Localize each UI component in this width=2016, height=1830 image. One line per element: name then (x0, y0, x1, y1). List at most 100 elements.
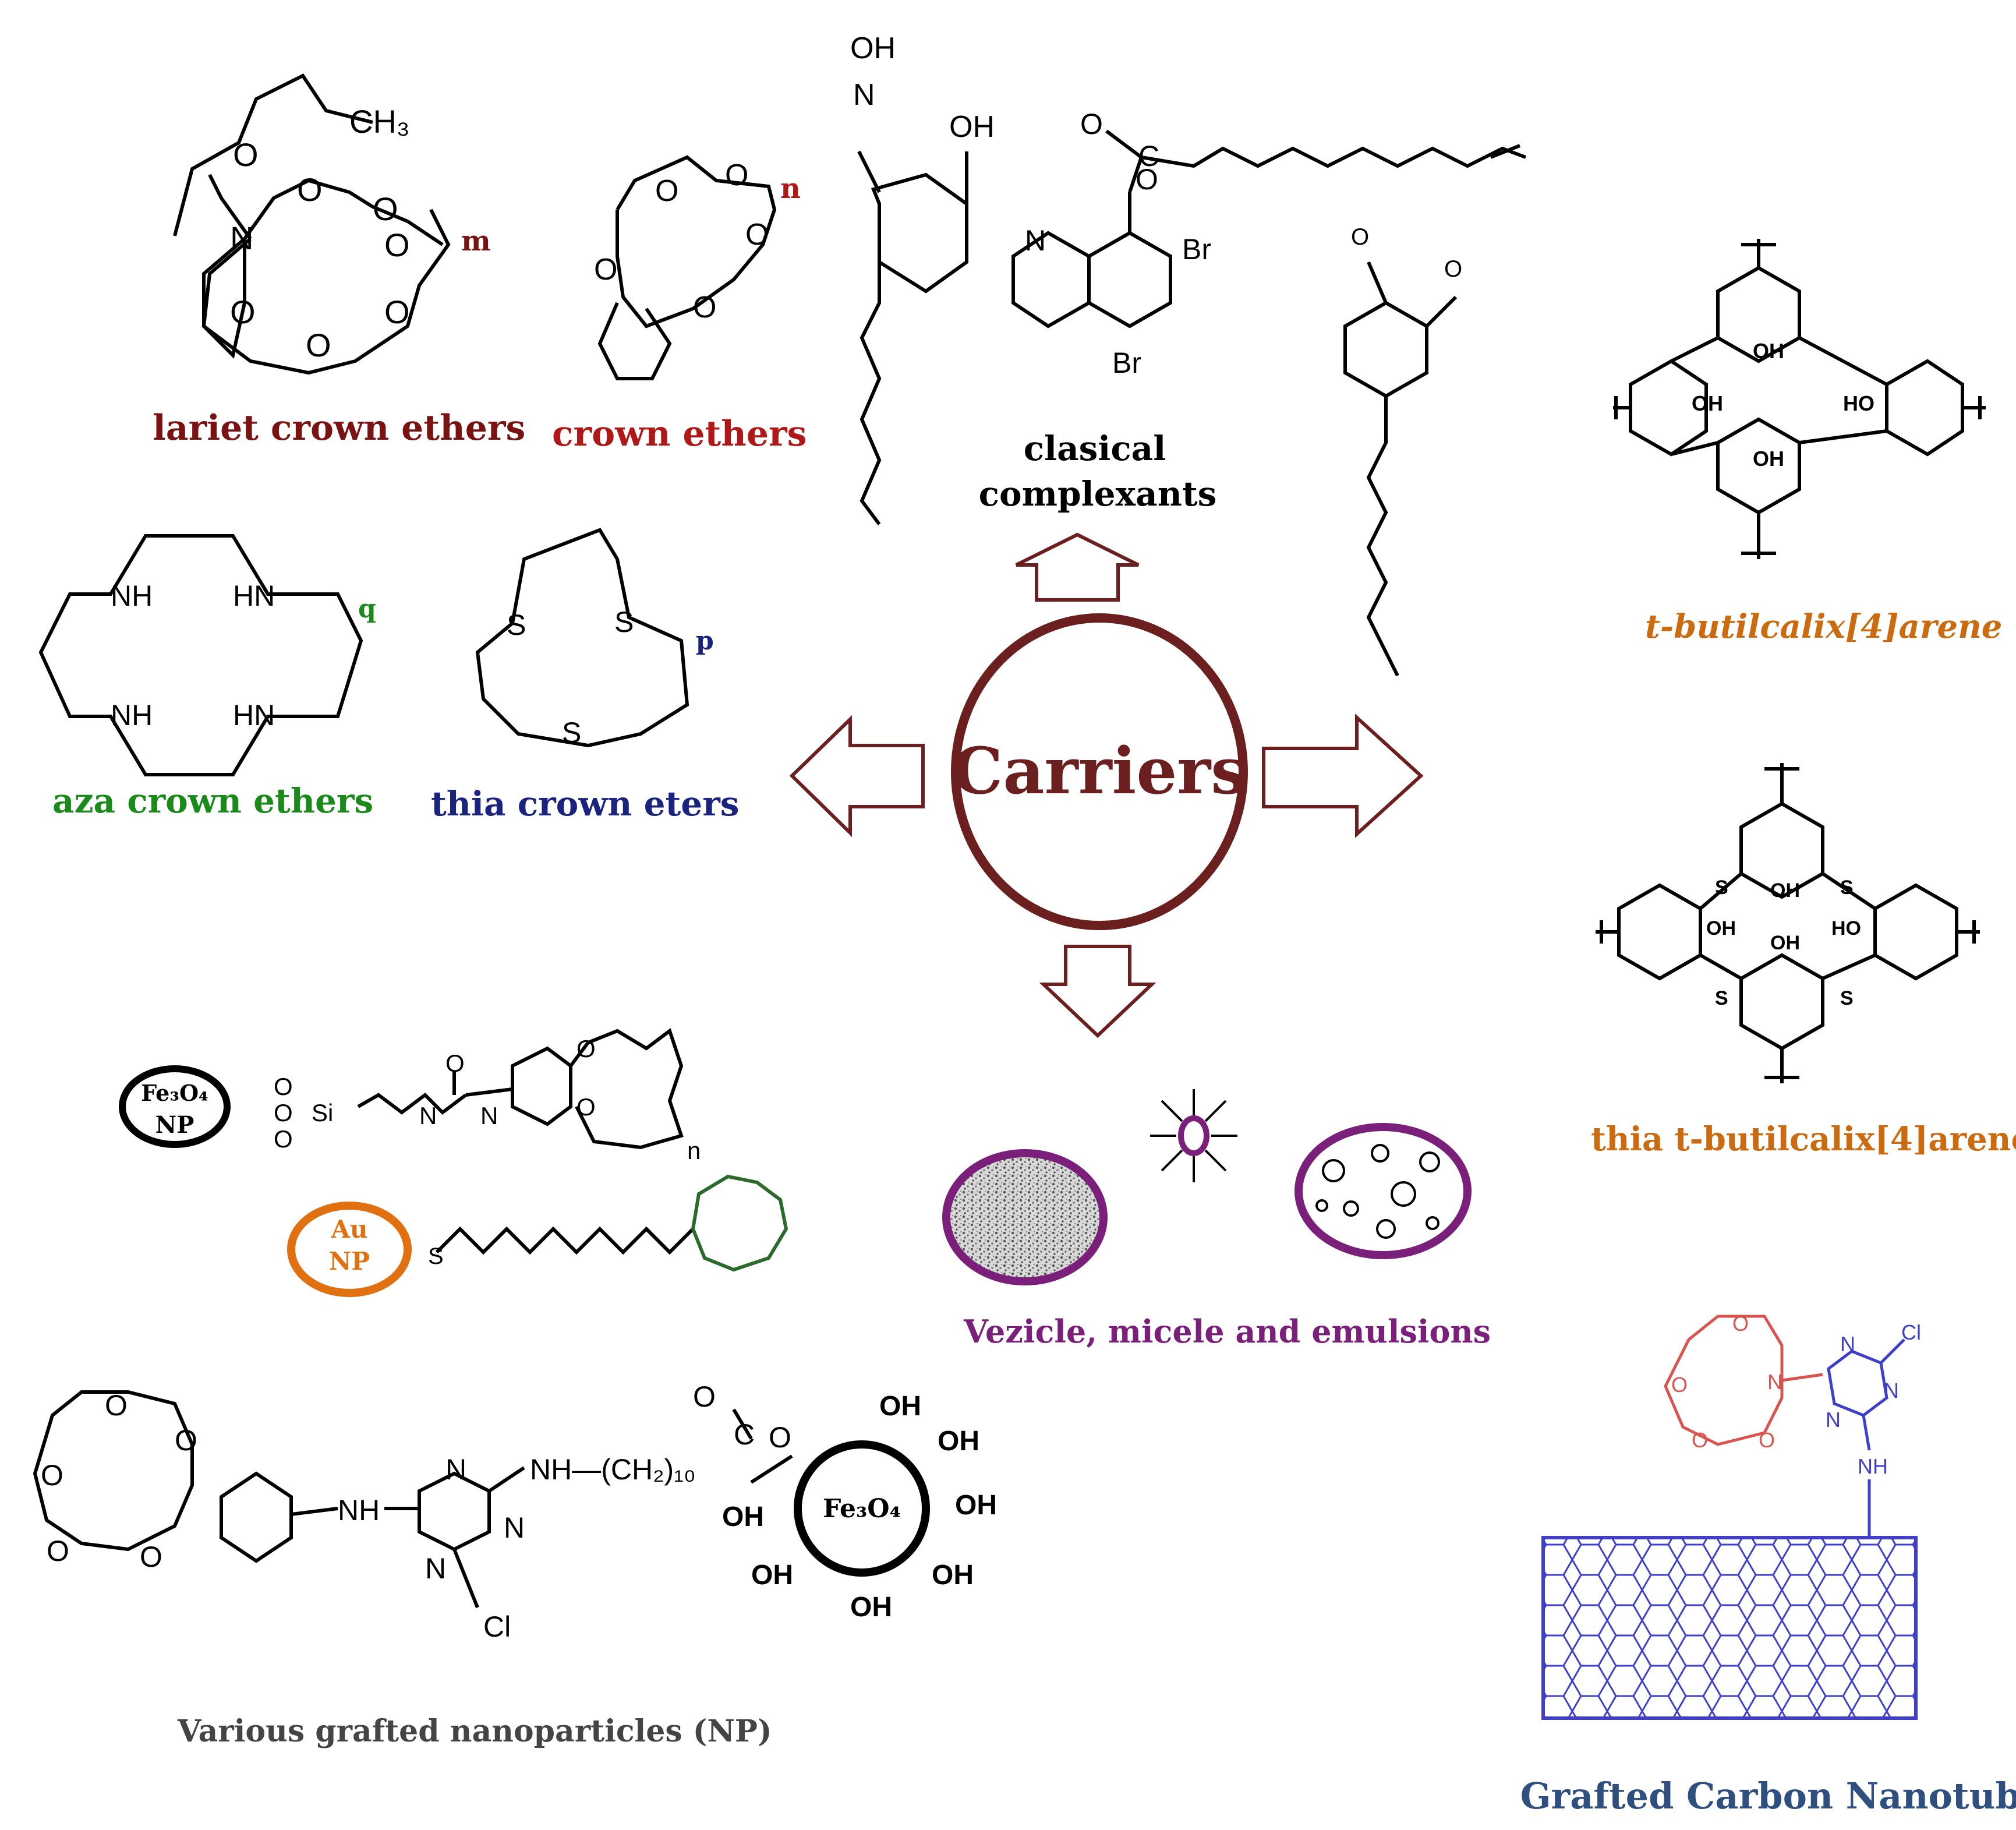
thia-crown-structure (475, 528, 689, 748)
carbon-nanotube (1541, 1536, 1918, 1720)
atom-n: N (230, 220, 253, 256)
atom-o: O (1692, 1428, 1708, 1452)
atom-o: O (1351, 224, 1369, 250)
atom-oh: OH (1753, 447, 1784, 471)
atom-oh: OH (1753, 339, 1784, 363)
atom-o: O (373, 190, 398, 227)
atom-cl: Cl (1901, 1320, 1921, 1344)
atom-o: O (1671, 1373, 1688, 1397)
fe3o4-core-particle: Fe₃O₄ (794, 1440, 930, 1577)
atom-nh: NH (111, 699, 153, 732)
label-thia-crown-eters: thia crown eters (431, 784, 739, 824)
atom-o: O (1080, 108, 1103, 140)
arrow-left (789, 715, 925, 838)
micelle-particle (1150, 1089, 1237, 1182)
chain-label: NH—(CH₂)₁₀ (530, 1453, 696, 1486)
atom-nh: NH (111, 580, 153, 612)
nanotube-crown (1664, 1315, 1823, 1446)
atom-oh: OH (955, 1490, 997, 1521)
label-classical-line1: clasical (1024, 429, 1166, 468)
phthalic-structure (1343, 261, 1458, 677)
atom-oh: OH (1770, 932, 1800, 954)
atom-s: S (1715, 987, 1728, 1009)
label-nanoparticles: Various grafted nanoparticles (NP) (177, 1714, 772, 1749)
atom-o: O (769, 1421, 791, 1454)
atom-oh: OH (949, 110, 995, 144)
atom-c: C (734, 1418, 755, 1451)
atom-nh: NH (1858, 1454, 1888, 1478)
atom-s: S (1840, 987, 1854, 1009)
label-aza-crown-ethers: aza crown ethers (52, 781, 373, 821)
label-classical-line2: complexants (979, 474, 1217, 514)
atom-o: O (1732, 1312, 1749, 1336)
atom-hn: HN (233, 580, 275, 612)
arrows (789, 532, 1424, 1038)
atom-s: S (562, 716, 581, 749)
subscript-q: q (358, 594, 376, 624)
atom-n: N (504, 1511, 525, 1544)
atom-o: O (47, 1535, 69, 1567)
atom-oh: OH (850, 31, 896, 65)
atom-cl: Cl (483, 1610, 511, 1643)
label-vesicles: Vezicle, micele and emulsions (963, 1313, 1491, 1350)
atom-ch3: CH₃ (349, 103, 410, 140)
atom-o: O (725, 158, 748, 192)
atom-n: N (853, 78, 875, 112)
atom-oh: OH (722, 1502, 764, 1532)
carriers-center: Carriers (951, 613, 1248, 930)
atom-oh: OH (1706, 917, 1736, 939)
atom-oh: OH (751, 1560, 793, 1591)
atom-n: N (1767, 1370, 1782, 1394)
label-thia-calixarene: thia t-butilcalix[4]arene (1591, 1120, 2016, 1158)
quinoline-ester-structure (1011, 129, 1527, 328)
atom-si: Si (312, 1099, 333, 1126)
carriers-label: Carriers (952, 733, 1247, 808)
atom-c: C (1138, 140, 1159, 172)
subscript-n: n (687, 1137, 701, 1164)
atom-n: N (1826, 1408, 1841, 1432)
atom-o: O (175, 1424, 197, 1457)
label-lariat-crown-ethers: lariet crown ethers (153, 408, 525, 448)
atom-oh: OH (938, 1426, 979, 1457)
benzocrown-triazine-structure (33, 1390, 793, 1609)
atom-o: O (230, 294, 256, 330)
atom-ho: HO (1843, 391, 1874, 415)
subscript-m: m (461, 225, 491, 257)
subscript-n: n (780, 172, 801, 205)
atom-o: O (693, 291, 716, 324)
vesicle-group (942, 1089, 1472, 1285)
atom-n: N (1884, 1379, 1899, 1402)
au-label: Au (330, 1215, 367, 1243)
atom-o: O (140, 1541, 162, 1573)
atom-o: O (233, 136, 259, 173)
atom-o: O (594, 253, 617, 287)
aza-crown-structure (38, 534, 363, 776)
atom-o: O (274, 1099, 293, 1126)
atom-n: N (419, 1102, 437, 1129)
arrow-up (1015, 532, 1140, 602)
atom-oh: OH (1770, 879, 1800, 902)
atom-s: S (614, 606, 634, 638)
atom-oh: OH (1692, 391, 1723, 415)
arrow-right (1262, 713, 1424, 838)
atom-s: S (428, 1243, 444, 1269)
fe3o4-label: Fe₃O₄ (141, 1080, 208, 1106)
atom-s: S (1715, 877, 1728, 899)
atom-o: O (1444, 256, 1462, 282)
atom-n: N (425, 1552, 446, 1585)
au-np-particle: Au NP (287, 1202, 412, 1297)
atom-hn: HN (233, 699, 275, 732)
atom-n: N (1840, 1332, 1855, 1356)
atom-o: O (1136, 163, 1158, 196)
atom-nh: NH (338, 1494, 380, 1527)
atom-o: O (1759, 1428, 1775, 1452)
fe3o4-linker (357, 1028, 684, 1150)
atom-n: N (480, 1102, 498, 1129)
atom-o: O (576, 1093, 596, 1121)
oxime-structure (857, 150, 968, 525)
atom-o: O (297, 171, 323, 208)
atom-br: Br (1112, 347, 1141, 379)
atom-n: N (445, 1453, 466, 1486)
atom-o: O (41, 1459, 63, 1492)
